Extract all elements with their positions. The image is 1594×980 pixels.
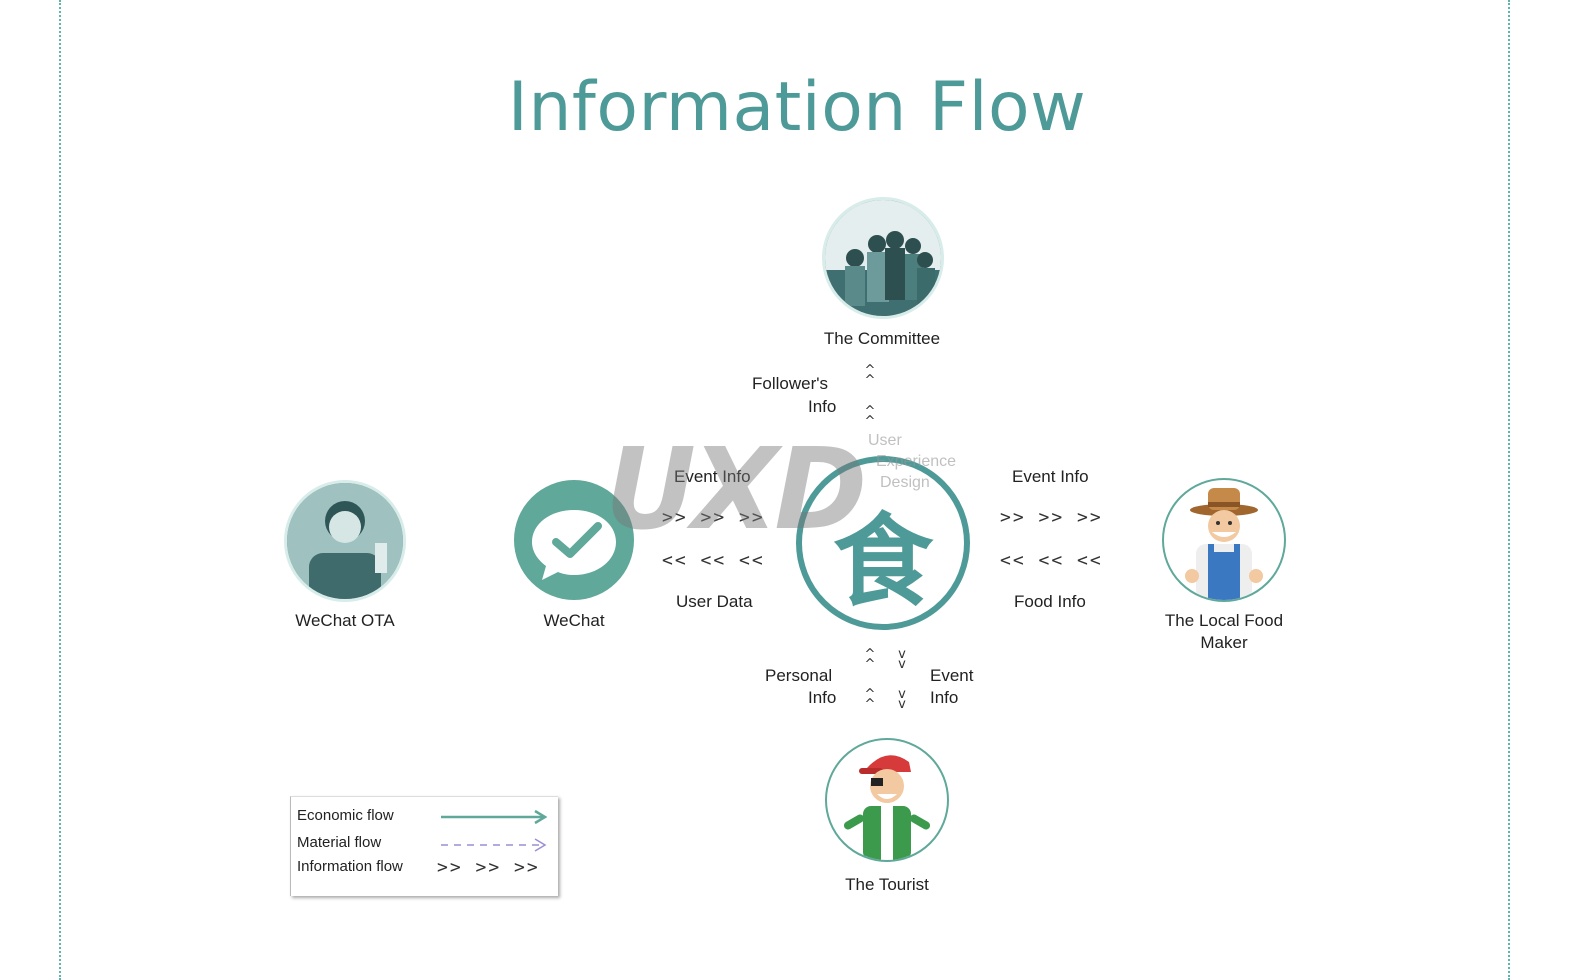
wechat-chat-icon [532,510,616,580]
wechat-ota-photo [284,480,406,602]
food-info-label: Food Info [1014,592,1086,611]
up-chevron: ^ [864,657,876,672]
legend-information-label: Information flow [297,858,403,875]
down-chevron: v [898,657,906,672]
watermark-line1: User [868,432,902,449]
uxd-watermark: UXD [605,425,867,555]
watermark-text: User Experience Design [868,430,956,493]
legend-material-label: Material flow [297,834,382,851]
up-chevron: ^ [864,373,876,388]
food-glyph: 食 [833,503,933,620]
event-info-left-label: Event Info [674,467,751,486]
personal-info-label-line2: Info [808,688,837,707]
tourist-label: The Tourist [845,875,929,894]
right-dotted-border [1508,0,1510,980]
committee-photo [822,197,944,319]
down-chevron: v [898,697,906,712]
event-info-right-label: Event Info [1012,467,1089,486]
down-chevron: v [898,647,906,662]
page-title: Information Flow [507,68,1087,147]
up-chevron: ^ [864,697,876,712]
wechat-ota-label: WeChat OTA [295,611,395,630]
up-chevron: ^ [864,647,876,662]
wechat-logo [514,480,634,600]
left-dotted-border [59,0,61,980]
personal-info-label-line1: Personal [765,666,833,685]
legend-economic-label: Economic flow [297,807,394,824]
center-emblem: 食 [796,456,970,630]
watermark-line2: Experience [876,453,957,470]
followers-info-label-line1: Follower's [752,374,828,393]
tourist-icon [843,755,931,860]
farmer-icon [1185,488,1263,600]
local-food-maker-avatar [1162,478,1286,602]
down-chevron: v [898,687,906,702]
legend-box: Economic flow Material flow Information … [290,796,558,896]
local-food-maker-label-line2: Maker [1200,633,1248,652]
wechat-label: WeChat [543,611,605,630]
material-flow-arrow [441,838,547,852]
event-info-bottom-label-line1: Event [930,666,974,685]
committee-group-image [825,200,941,316]
event-info-bottom-label-line2: Info [930,688,959,707]
committee-label: The Committee [823,329,941,348]
left-chevrons-right: << << << [1000,550,1103,571]
right-chevrons-left: >> >> >> [662,507,765,528]
local-food-maker-label-line1: The Local Food [1164,611,1284,630]
up-chevron: ^ [864,414,876,429]
followers-info-label-line2: Info [808,397,837,416]
watermark-line3: Design [880,474,930,491]
up-chevron: ^ [864,687,876,702]
up-chevron: ^ [864,404,876,419]
economic-flow-arrow [441,809,548,825]
up-chevron: ^ [864,363,876,378]
tourist-avatar [825,738,949,862]
left-chevrons-left: << << << [662,550,765,571]
person-portrait-image [287,483,403,599]
user-data-label: User Data [676,592,753,611]
right-chevrons-right: >> >> >> [1000,507,1103,528]
information-flow-marker: >> >> >> [437,857,540,878]
